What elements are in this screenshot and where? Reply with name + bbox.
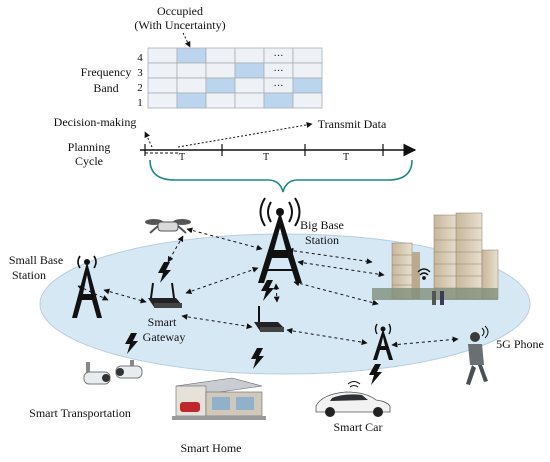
- big-base-station-icon: [258, 197, 302, 283]
- smart-gateway-label-line2: Gateway: [143, 330, 186, 344]
- small-base-station-icon: [72, 255, 102, 318]
- grid-cell: [205, 92, 236, 109]
- band-number-4: 4: [137, 52, 143, 64]
- surveillance-camera-icon: [83, 360, 143, 385]
- small-base-station-label-line2: Station: [12, 268, 46, 282]
- grid-cell: [205, 62, 236, 79]
- city-buildings: [372, 212, 499, 305]
- smart-transportation-label: Smart Transportation: [29, 406, 131, 420]
- frequency-band-label-line1: Frequency: [81, 65, 132, 79]
- pedestrian-with-phone-icon: [466, 325, 489, 385]
- occupied-cell: [234, 62, 265, 79]
- timeline-ticks: [144, 144, 384, 156]
- planning-cycle-label-line1: Planning: [68, 140, 111, 154]
- smart-home-icon: [172, 377, 266, 420]
- cycle-brace: [149, 159, 413, 193]
- smart-home-label: Smart Home: [181, 441, 242, 455]
- t-mark-1: T: [179, 152, 185, 163]
- occupied-label-line2: (With Uncertainty): [134, 18, 225, 32]
- lightning-bolt-icons: [125, 262, 382, 385]
- wireless-link: [287, 247, 373, 265]
- wireless-link: [103, 288, 147, 304]
- grid-cell: [205, 47, 236, 64]
- small-cell-tower-icon: [373, 323, 393, 360]
- wireless-link: [186, 227, 263, 251]
- occupied-cell: [292, 77, 323, 94]
- grid-cell: [176, 77, 207, 94]
- decision-arrow: [144, 131, 153, 148]
- grid-cell: [176, 62, 207, 79]
- grid-cell: [147, 77, 178, 94]
- smart-car-icon: [315, 381, 391, 417]
- grid-cell: [292, 92, 323, 109]
- occupied-pointer: [182, 32, 191, 48]
- transmit-data-label: Transmit Data: [318, 117, 387, 131]
- grid-cell: [234, 77, 265, 94]
- wireless-link: [185, 266, 259, 295]
- decision-making-label: Decision-making: [54, 115, 137, 129]
- wifi-icon: [417, 268, 431, 280]
- occupied-label-line1: Occupied: [157, 4, 203, 18]
- occupied-cell: [263, 92, 294, 109]
- wireless-link: [391, 336, 459, 348]
- wireless-link: [293, 280, 379, 306]
- occupied-cell: [205, 77, 236, 94]
- spectrum-panel: Occupied (With Uncertainty) ········· 4 …: [54, 4, 417, 193]
- grid-ellipsis: ···: [274, 51, 284, 62]
- t-mark-3: T: [343, 152, 349, 163]
- 5g-phone-label: 5G Phone: [496, 337, 544, 351]
- grid-ellipsis: ···: [274, 66, 284, 77]
- band-number-2: 2: [137, 82, 143, 94]
- transmit-arrow: [177, 121, 313, 148]
- grid-cell: [147, 47, 178, 64]
- network-panel: Big Base Station Small Base Station: [9, 197, 544, 455]
- occupied-cell: [176, 47, 207, 64]
- center-router-icon: [254, 306, 284, 332]
- grid-cell: [147, 62, 178, 79]
- band-number-1: 1: [137, 97, 143, 109]
- wireless-links: [77, 227, 459, 348]
- big-base-station-label-line1: Big Base: [300, 218, 344, 232]
- big-base-station-label-line2: Station: [305, 233, 339, 247]
- wireless-link: [286, 327, 368, 346]
- smart-gateway-icon: [148, 282, 182, 308]
- planning-cycle-label-line2: Cycle: [75, 154, 103, 168]
- grid-cell: [292, 47, 323, 64]
- grid-cell: [292, 62, 323, 79]
- occupied-cell: [176, 92, 207, 109]
- frequency-grid: ··· ··· ···: [147, 47, 323, 109]
- grid-cell: [234, 92, 265, 109]
- drone-icon: [145, 219, 191, 234]
- band-number-3: 3: [137, 67, 143, 79]
- wireless-link: [167, 235, 184, 263]
- t-mark-2: T: [263, 152, 269, 163]
- grid-cell: [234, 47, 265, 64]
- grid-cell: [147, 92, 178, 109]
- small-base-station-label-line1: Small Base: [9, 253, 63, 267]
- grid-ellipsis: ···: [274, 81, 284, 92]
- frequency-band-label-line2: Band: [93, 81, 118, 95]
- smart-gateway-label-line1: Smart: [148, 315, 177, 329]
- smart-car-label: Smart Car: [334, 420, 383, 434]
